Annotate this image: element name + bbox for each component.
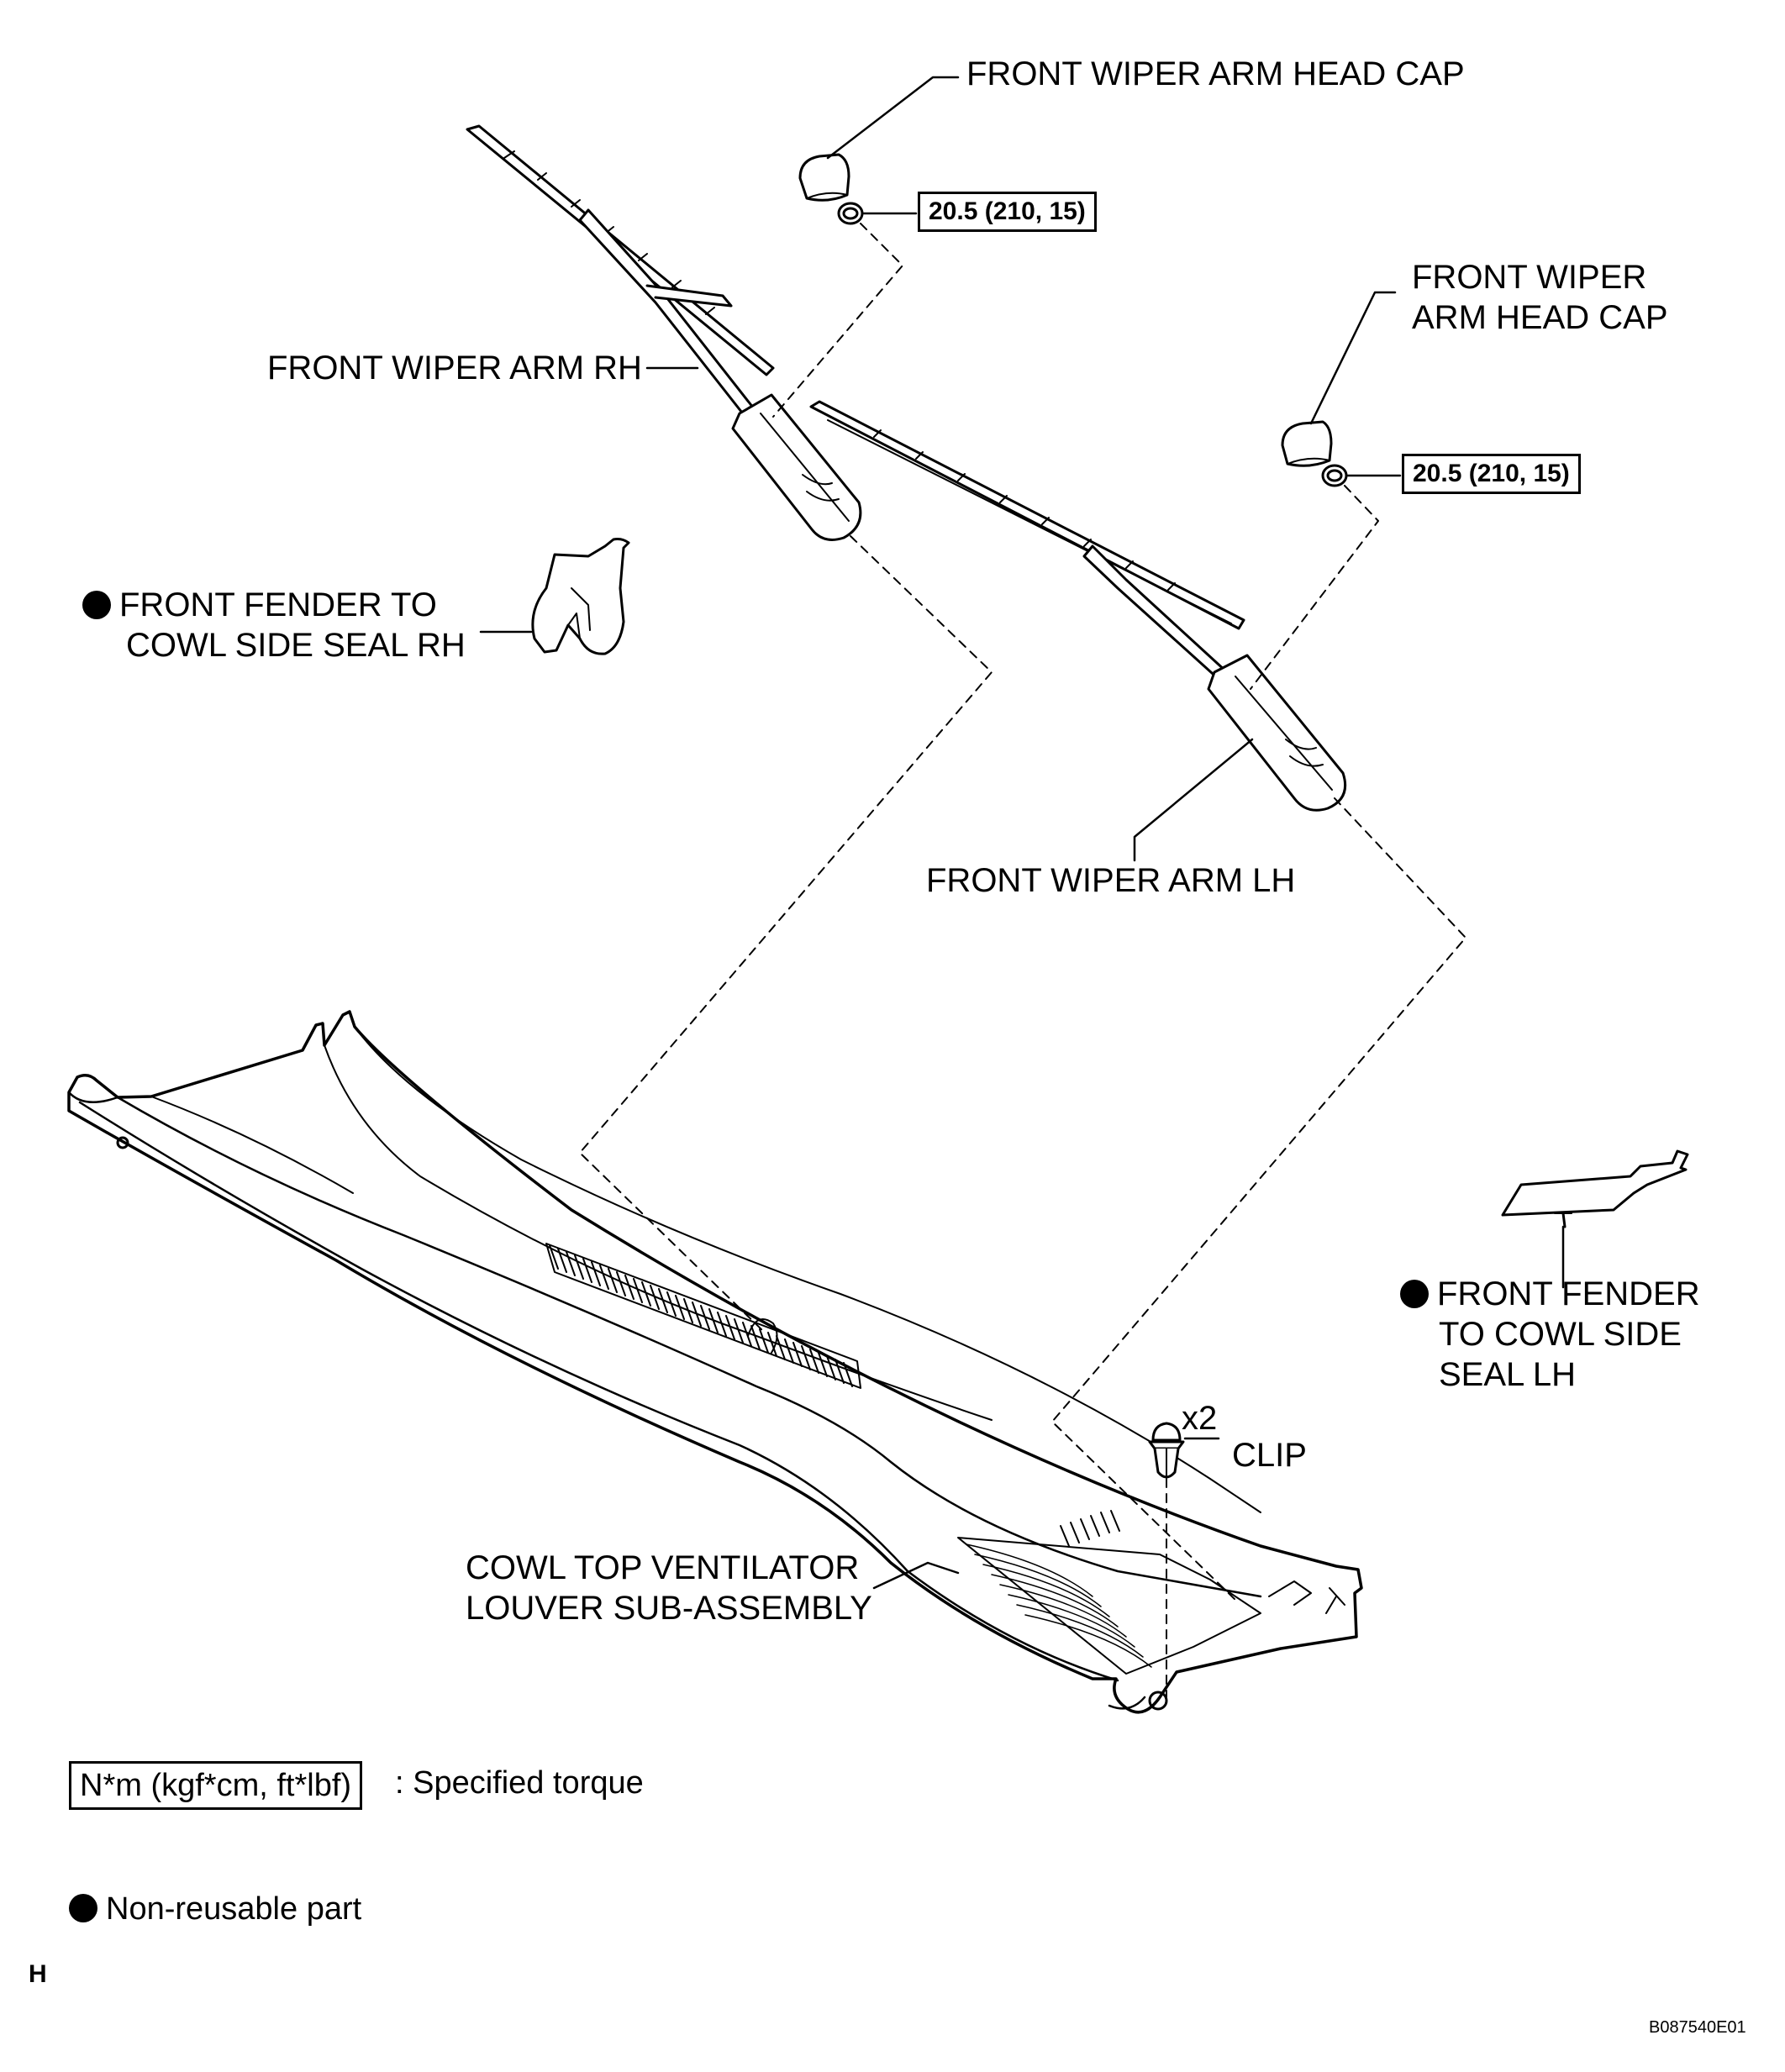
legend-torque-desc: : Specified torque [395, 1765, 644, 1801]
seal-lh-drawing [1501, 1149, 1689, 1228]
assembly-dashed-lines [579, 223, 1466, 1698]
label-seal-lh-text1: FRONT FENDER [1437, 1275, 1700, 1312]
non-reusable-dot-icon [69, 1894, 97, 1922]
legend-torque-units: N*m (kgf*cm, ft*lbf) [69, 1761, 363, 1810]
non-reusable-dot-icon [82, 591, 111, 619]
label-head-cap-lh-line1: FRONT WIPER [1412, 259, 1647, 296]
label-clip-qty: x2 [1182, 1400, 1218, 1437]
cowl-louver-drawing [67, 1010, 1363, 1714]
clip-drawing [1148, 1422, 1220, 1479]
leader-lines [479, 366, 1565, 1289]
torque-spec-lh: 20.5 (210, 15) [1402, 454, 1581, 494]
label-seal-lh-line2: TO COWL SIDE [1439, 1316, 1682, 1353]
label-clip: CLIP [1232, 1437, 1307, 1474]
seal-rh-drawing [531, 538, 630, 655]
label-louver-line2: LOUVER SUB-ASSEMBLY [466, 1590, 872, 1627]
head-cap-lh-drawing [1281, 291, 1402, 487]
label-head-cap-lh-line2: ARM HEAD CAP [1412, 299, 1668, 336]
label-seal-lh-line3: SEAL LH [1439, 1356, 1577, 1393]
label-seal-rh-line2: COWL SIDE SEAL RH [126, 627, 466, 664]
wiper-arm-rh-drawing [466, 124, 862, 541]
legend-non-reusable-text: Non-reusable part [106, 1891, 362, 1927]
figure-id: B087540E01 [1649, 2018, 1746, 2037]
corner-mark: H [29, 1960, 47, 1988]
label-seal-rh-line1: FRONT FENDER TO [82, 585, 437, 625]
torque-spec-rh: 20.5 (210, 15) [918, 192, 1097, 232]
non-reusable-dot-icon [1400, 1280, 1429, 1308]
label-wiper-arm-rh: FRONT WIPER ARM RH [267, 350, 642, 387]
label-wiper-arm-lh: FRONT WIPER ARM LH [926, 862, 1296, 899]
label-seal-lh-line1: FRONT FENDER [1400, 1274, 1700, 1314]
label-seal-rh-text1: FRONT FENDER TO [119, 586, 437, 623]
label-louver-line1: COWL TOP VENTILATOR [466, 1549, 860, 1586]
label-head-cap-rh: FRONT WIPER ARM HEAD CAP [966, 55, 1465, 92]
legend-non-reusable: Non-reusable part [69, 1889, 361, 1929]
wiper-arm-lh-drawing [809, 400, 1347, 812]
head-cap-rh-drawing [798, 76, 960, 225]
